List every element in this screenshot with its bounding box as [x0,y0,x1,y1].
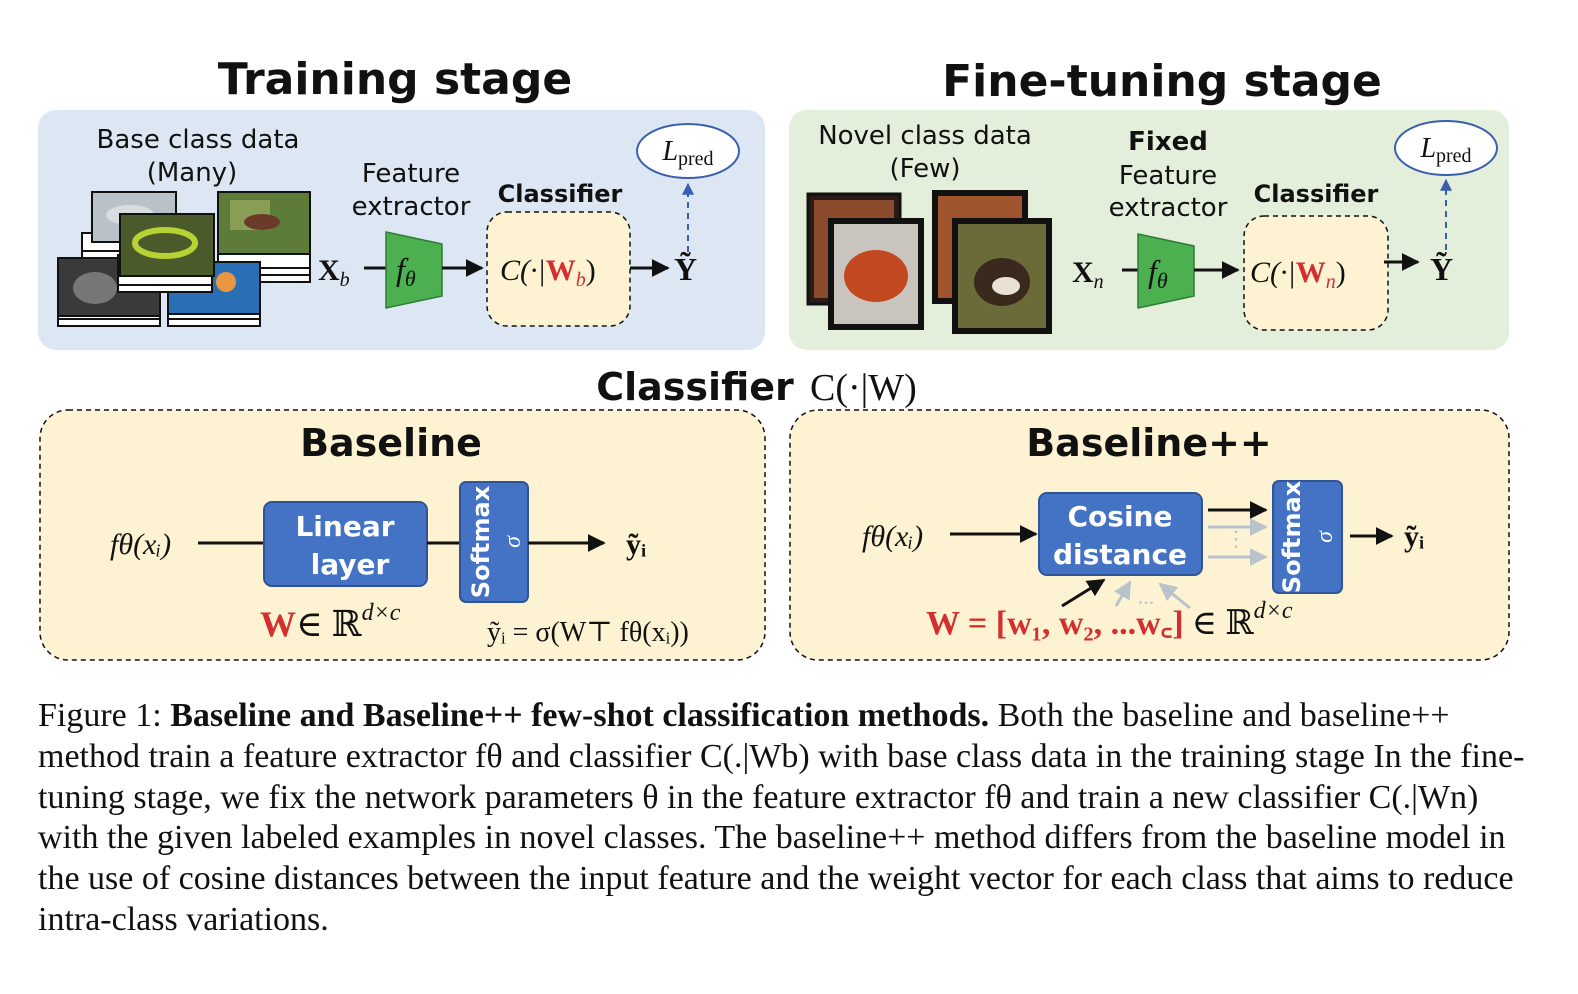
loss-ellipse [1394,120,1498,176]
image-stack-snake [117,213,215,293]
feature-extractor-label-2: extractor [352,192,471,222]
baselinepp-weight-def: W = [w₁, w₂, ...w꜀]∈ ℝd×c [926,598,1293,642]
softmax-label: Softmax [467,485,495,598]
caption-bold: Baseline and Baseline++ few-shot classif… [170,697,990,734]
base-class-images [57,191,311,327]
caption-label: Figure 1: [38,697,162,734]
baseline-equation: ỹᵢ = σ(W⊤ fθ(xᵢ)) [487,617,689,648]
feature-extractor-label-1: Feature [362,159,460,189]
softmax-label: Softmax [1278,480,1306,593]
linear-layer-label-1: Linear [295,510,394,543]
base-data-label: Base class data [97,125,300,155]
method-diagram: Training stage Base class data (Many) [38,54,1510,661]
loss-ellipse [636,123,740,179]
baselinepp-output: ỹᵢ [1404,520,1424,553]
figure-caption: Figure 1: Baseline and Baseline++ few-sh… [38,696,1538,941]
classifier-formula: C(·|Wb) [500,254,596,291]
baseline-input: fθ(xᵢ) [110,528,171,561]
loss-label: Lpred [661,136,713,170]
baseline-title: Baseline [300,421,482,465]
classifier-box [1243,215,1389,331]
softmax-sigma: σ [500,535,526,548]
input-xb: Xb [318,254,350,291]
feature-extractor-trapezoid [1137,233,1195,309]
weight-arrow-dots: ... [1138,584,1155,609]
linear-layer-label-2: layer [311,548,390,581]
novel-data-label: Novel class data [818,121,1032,151]
weight-arrow-3 [1158,582,1191,610]
novel-data-count: (Few) [889,154,960,184]
cosine-label-2: distance [1053,538,1187,571]
loss-label: Lpred [1419,133,1471,167]
classifier-heading: Classifier [596,365,794,409]
output-y: Ỹ [674,251,697,287]
image-stack-bird [217,191,311,283]
baselinepp-title: Baseline++ [1026,421,1272,465]
finetune-stage-title: Fine-tuning stage [942,56,1382,107]
baseline-panel-group: Baseline fθ(xᵢ) Linear layer Softmax σ ỹ… [39,409,766,661]
finetune-stage: Fine-tuning stage Novel class data (Few)… [789,56,1509,350]
classifier-label: Classifier [1254,180,1379,208]
feature-extractor-trapezoid [385,231,443,309]
baseline-weight-def: W∈ ℝd×c [260,600,401,644]
feature-extractor-label-2: extractor [1109,193,1228,223]
output-y: Ỹ [1430,251,1453,287]
softmax-sigma: σ [1312,530,1338,543]
classifier-formula: C(·|Wn) [1250,256,1346,293]
cosine-label-1: Cosine [1068,500,1173,533]
weight-arrow-1 [1061,578,1106,608]
training-stage-title: Training stage [218,54,572,105]
cosine-distance-box [1038,492,1203,576]
base-data-count: (Many) [147,158,238,188]
classifier-label: Classifier [498,180,623,208]
novel-class-images [806,190,1052,334]
baseline-output: ỹᵢ [626,528,646,561]
weight-arrow-2 [1114,580,1132,607]
baselinepp-input: fθ(xᵢ) [862,520,923,553]
arrow-dots-vertical: ⋮ [1225,526,1247,551]
training-stage: Training stage Base class data (Many) [38,54,765,350]
classifier-heading-formula: C(·|W) [810,367,917,409]
feature-extractor-label-1: Feature [1119,161,1217,191]
baselinepp-panel-group: Baseline++ fθ(xᵢ) Cosine distance ⋮ Soft… [789,409,1510,661]
fixed-label: Fixed [1128,127,1208,157]
input-xn: Xn [1072,256,1104,293]
softmax-box [1272,480,1343,594]
caption-text: Both the baseline and baseline++ method … [38,697,1525,938]
